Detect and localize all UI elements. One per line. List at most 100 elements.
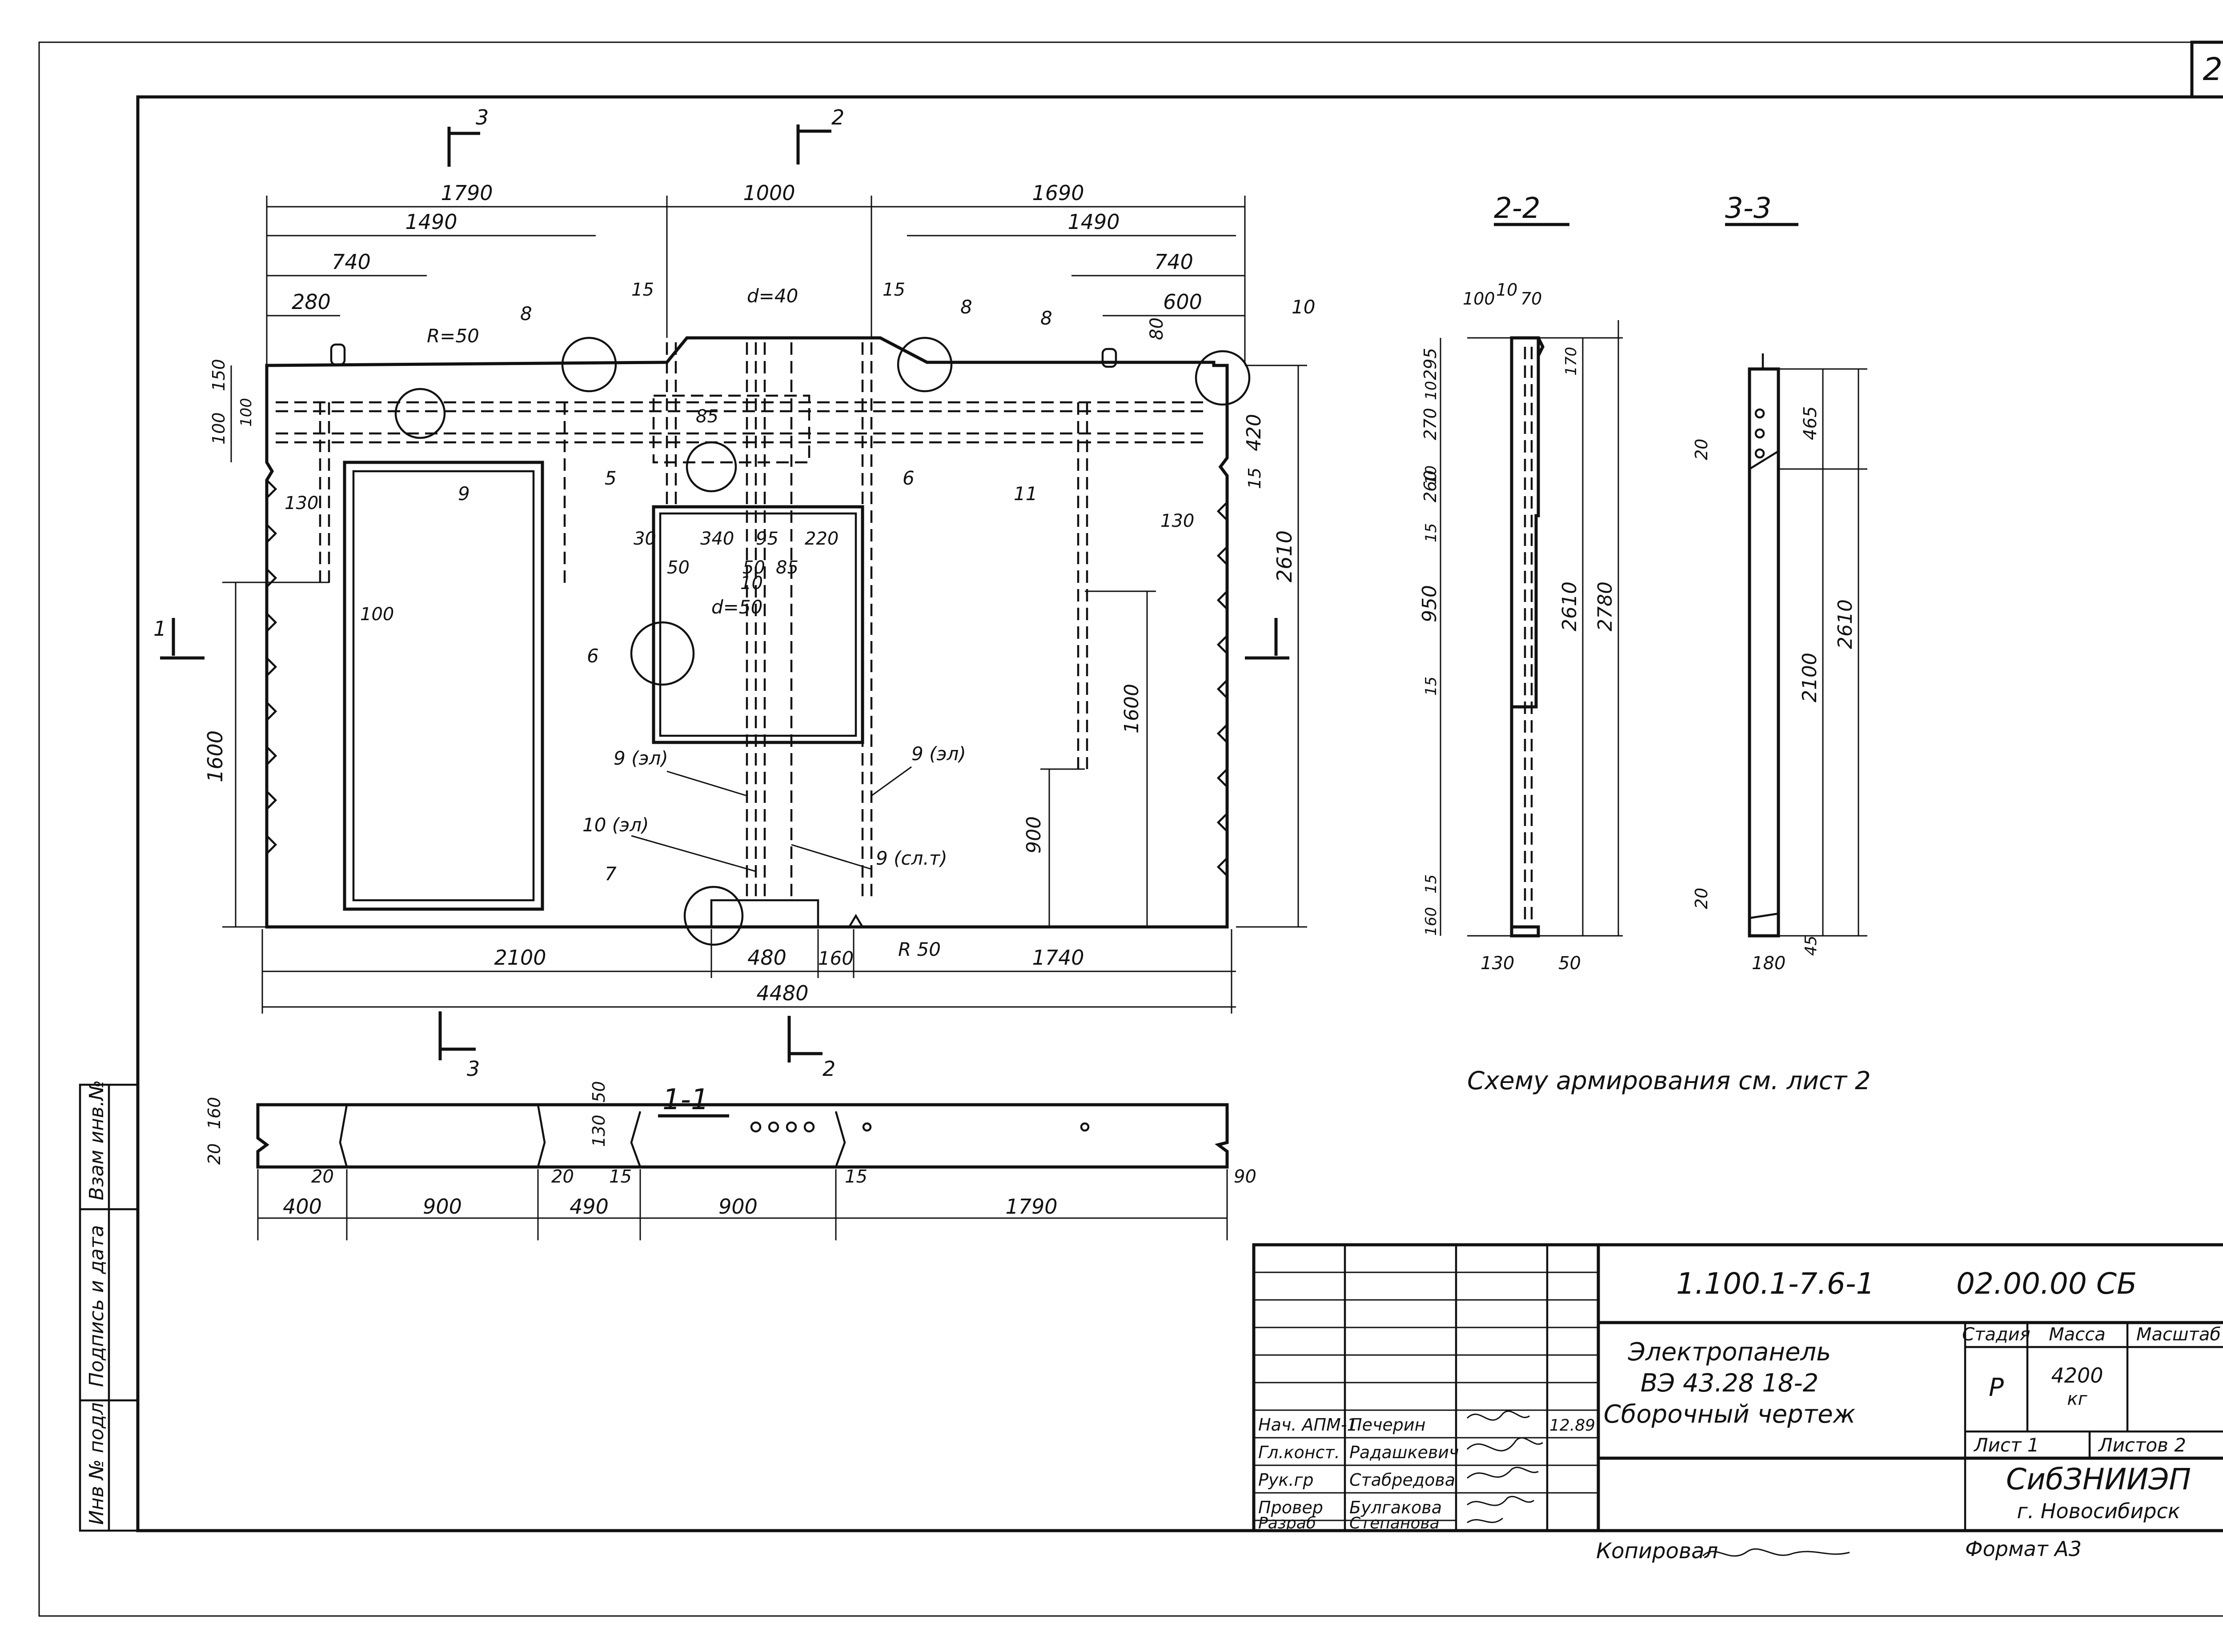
dim-2-2-top-10: 10: [1496, 280, 1517, 300]
dim-top-1000: 1000: [743, 181, 795, 205]
dim-2-2-170: 170: [1562, 347, 1580, 376]
dim-left-1600: 1600: [203, 730, 227, 782]
label-9-el-b: 9 (эл): [911, 743, 966, 765]
format-label: Формат А3: [1965, 1537, 2082, 1561]
doc-code: 1.100.1-7.6-1: [1676, 1267, 1875, 1301]
callout-d40: d=40: [747, 285, 798, 307]
dim-bottom-4480: 4480: [756, 981, 808, 1005]
dim-left-100b: 100: [237, 398, 255, 427]
dim-bottom-160: 160: [818, 947, 854, 969]
stage-header: Стадия: [1962, 1324, 2030, 1345]
title-section-3-3: 3-3: [1725, 192, 1772, 225]
title-block: 1.100.1-7.6-1 02.00.00 СБ Электропанель …: [1252, 1243, 2223, 1532]
name-2: Радашкевич: [1349, 1443, 1459, 1462]
dim-2-2-2610: 2610: [1558, 581, 1581, 631]
cut-2-top: 2: [831, 105, 844, 129]
name-4: Булгакова: [1349, 1498, 1442, 1517]
dim-3-3-20b: 20: [1692, 888, 1711, 909]
dim-3-3-20a: 20: [1692, 439, 1711, 460]
copier-signature: [1702, 1548, 1850, 1557]
name-3: Стабредова: [1349, 1470, 1455, 1490]
sign-date: 12.89: [1549, 1416, 1595, 1435]
bottom-dimensions: 2100 480 160 1740 4480: [261, 929, 1236, 1014]
callout-r50: R=50: [427, 325, 479, 347]
detail-circle-6: [630, 621, 695, 686]
dim-top-740a: 740: [332, 250, 371, 274]
dim-top-1790: 1790: [441, 181, 493, 205]
doc-number: 02.00.00 СБ: [1956, 1267, 2137, 1301]
dim-win-340: 340: [700, 529, 734, 549]
elevation-callouts: R=50 d=40 d=50 R 50 8 8 8 10 9 5 6 6 11 …: [427, 285, 1315, 960]
dim-1-1-20: 20: [205, 1143, 224, 1165]
sheet-number: 28: [2203, 51, 2223, 88]
dim-1-1-1790: 1790: [1005, 1195, 1057, 1219]
callout-6b: 6: [903, 467, 915, 489]
dim-top-1690: 1690: [1032, 181, 1084, 205]
stamp-signature-date: Подпись и дата: [85, 1225, 108, 1387]
organization: СибЗНИИЭП: [2006, 1462, 2191, 1496]
door-opening: [343, 461, 544, 911]
left-dimensions: 150 100 100 1600: [203, 359, 329, 928]
callout-6a: 6: [587, 645, 599, 667]
dim-2-2-10b: 10: [1422, 465, 1440, 485]
dim-right-2610: 2610: [1272, 530, 1296, 582]
role-2: Гл.конст.: [1258, 1443, 1340, 1462]
dim-top-600: 600: [1163, 290, 1202, 314]
callout-7: 7: [605, 863, 617, 885]
cut-3-top: 3: [476, 105, 489, 129]
dim-1-1-small-15b: 15: [845, 1167, 867, 1187]
dim-2-2-2780: 2780: [1594, 581, 1617, 631]
dim-2-2-15c: 15: [1422, 874, 1440, 894]
dim-small-130b: 130: [1160, 511, 1194, 531]
callout-8c: 8: [1040, 307, 1052, 329]
dim-small-80: 80: [1147, 317, 1167, 340]
dim-2-2-270: 270: [1420, 408, 1440, 440]
dim-top-1490a: 1490: [405, 210, 457, 234]
dim-2-2-top-70: 70: [1521, 289, 1542, 309]
dim-1-1-small-90: 90: [1234, 1167, 1256, 1187]
signature-4: [1467, 1496, 1534, 1506]
role-4: Провер: [1258, 1498, 1323, 1517]
panel-elevation: [265, 336, 1251, 946]
mass-unit: кг: [2067, 1389, 2087, 1409]
detail-circle-5: [686, 441, 737, 493]
sheet-number-box: [2190, 40, 2223, 99]
callout-10: 10: [1292, 296, 1315, 318]
dim-2-2-295: 295: [1420, 348, 1440, 380]
dim-1-1-160: 160: [205, 1097, 224, 1129]
window-dimensions: 30 340 95 220 50 50 85 15 15 130 130 100…: [285, 280, 1194, 927]
callout-8a: 8: [520, 303, 532, 325]
scale-header: Масштаб: [2136, 1324, 2221, 1345]
dim-2-2-bottom-130: 130: [1481, 953, 1514, 974]
stamp-replace-inv: Взам инв.№: [85, 1080, 108, 1200]
dim-small-85: 85: [696, 406, 718, 427]
detail-circle-8a: [561, 337, 617, 393]
inner-frame: [136, 95, 2223, 1532]
dim-2-2-950: 950: [1418, 585, 1441, 622]
cut-3-bottom: 3: [467, 1057, 480, 1081]
dim-1-1-900b: 900: [718, 1195, 758, 1219]
dim-bottom-480: 480: [747, 946, 786, 970]
dim-1600-right: 1600: [1120, 684, 1143, 734]
title-section-1-1: 1-1: [662, 1083, 709, 1116]
dim-2-2-10a: 10: [1422, 381, 1440, 400]
right-dimensions: 420 15 2610: [1236, 365, 1307, 928]
signature-3: [1467, 1467, 1539, 1479]
dim-1-1-small-20b: 20: [551, 1167, 574, 1187]
dim-2-2-15a: 15: [1422, 523, 1440, 542]
role-3: Рук.гр: [1258, 1470, 1314, 1490]
name-5: Степанова: [1349, 1514, 1440, 1532]
left-key-grooves: [266, 479, 277, 854]
title-line-1: Электропанель: [1628, 1338, 1831, 1367]
cut-1-left: 1: [153, 617, 166, 641]
dim-small-15b: 15: [883, 280, 905, 300]
detail-circle-10: [1195, 350, 1251, 406]
city: г. Новосибирск: [2017, 1499, 2180, 1523]
dim-left-100a: 100: [209, 412, 229, 445]
title-line-3: Сборочный чертеж: [1604, 1400, 1855, 1429]
title-line-2: ВЭ 43.28 18-2: [1641, 1369, 1819, 1398]
callout-8b: 8: [960, 296, 972, 318]
section-3-3: 3-3 20 20 465 2100 2610 45 180: [1692, 192, 1867, 974]
dim-win-50a: 50: [667, 557, 690, 578]
